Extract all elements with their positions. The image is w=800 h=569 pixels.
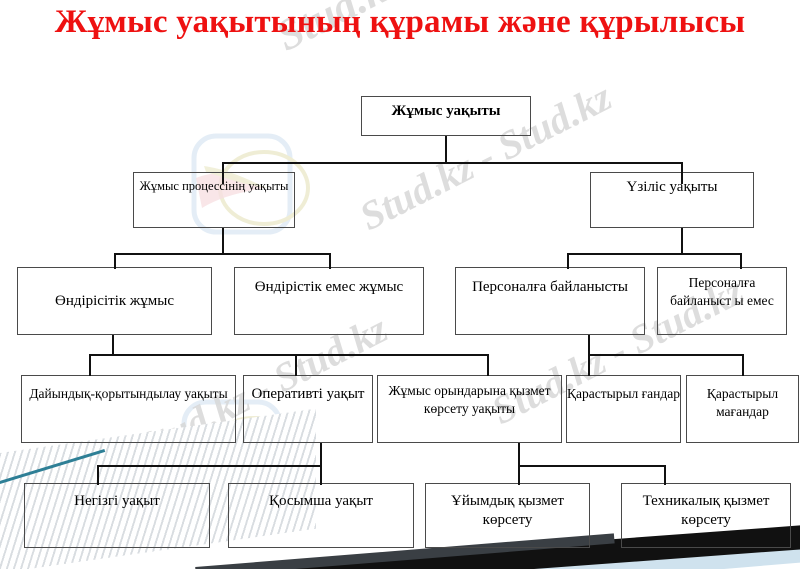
connector-to-workplace-service xyxy=(487,354,489,376)
connector-level2-left-bus xyxy=(114,253,331,255)
connector-operative-stem xyxy=(320,443,322,467)
node-root[interactable]: Жұмыс уақыты xyxy=(361,96,531,136)
connector-to-technical-service xyxy=(664,465,666,485)
connector-to-personnel-unrelated xyxy=(740,253,742,269)
connector-to-operative-time xyxy=(295,354,297,376)
connector-workplace-service-stem xyxy=(518,443,520,467)
node-break-time[interactable]: Үзіліс уақыты xyxy=(590,172,754,228)
connector-to-work-process xyxy=(222,162,224,184)
connector-production-stem xyxy=(112,335,114,356)
node-work-process-time[interactable]: Жұмыс процессінің уақыты xyxy=(133,172,295,228)
node-considered[interactable]: Қарастырыл ғандар xyxy=(566,375,681,443)
connector-work-process-stem xyxy=(222,228,224,255)
connector-to-main-time xyxy=(97,465,99,485)
node-organizational-service[interactable]: Ұйымдық қызмет көрсету xyxy=(425,483,590,548)
connector-level1-bus xyxy=(222,162,683,164)
connector-level4-left-bus xyxy=(97,465,322,467)
connector-personnel-stem xyxy=(588,335,590,356)
node-non-production-work[interactable]: Өндірістік емес жұмыс xyxy=(234,267,424,335)
connector-to-considered xyxy=(588,354,590,376)
node-prep-summary-time[interactable]: Дайындық-қорытындылау уақыты xyxy=(21,375,236,443)
node-personnel-related[interactable]: Персоналға байланысты xyxy=(455,267,645,335)
node-personnel-unrelated[interactable]: Персоналға байланыст ы емес xyxy=(657,267,787,335)
connector-level2-right-bus xyxy=(567,253,742,255)
connector-break-time-stem xyxy=(681,228,683,255)
node-additional-time[interactable]: Қосымша уақыт xyxy=(228,483,414,548)
node-operative-time[interactable]: Оперативті уақыт xyxy=(243,375,373,443)
node-not-considered[interactable]: Қарастырыл мағандар xyxy=(686,375,799,443)
connector-level4-right-bus xyxy=(518,465,666,467)
node-production-work[interactable]: Өндірісітік жұмыс xyxy=(17,267,212,335)
connector-to-not-considered xyxy=(742,354,744,376)
connector-to-organizational-service xyxy=(518,465,520,485)
connector-root-stem xyxy=(445,136,447,164)
node-main-time[interactable]: Негізгі уақыт xyxy=(24,483,210,548)
connector-level3-left-bus xyxy=(89,354,489,356)
connector-to-break-time xyxy=(681,162,683,184)
connector-to-additional-time xyxy=(320,465,322,485)
connector-to-personnel-related xyxy=(567,253,569,269)
page-title: Жұмыс уақытының құрамы және құрылысы xyxy=(54,4,746,40)
connector-to-prep-summary xyxy=(89,354,91,376)
connector-to-non-production-work xyxy=(329,253,331,269)
node-workplace-service-time[interactable]: Жұмыс орындарына қызмет көрсету уақыты xyxy=(377,375,562,443)
connector-level3-right-bus xyxy=(588,354,744,356)
connector-to-production-work xyxy=(114,253,116,269)
node-technical-service[interactable]: Техникалық қызмет көрсету xyxy=(621,483,791,548)
